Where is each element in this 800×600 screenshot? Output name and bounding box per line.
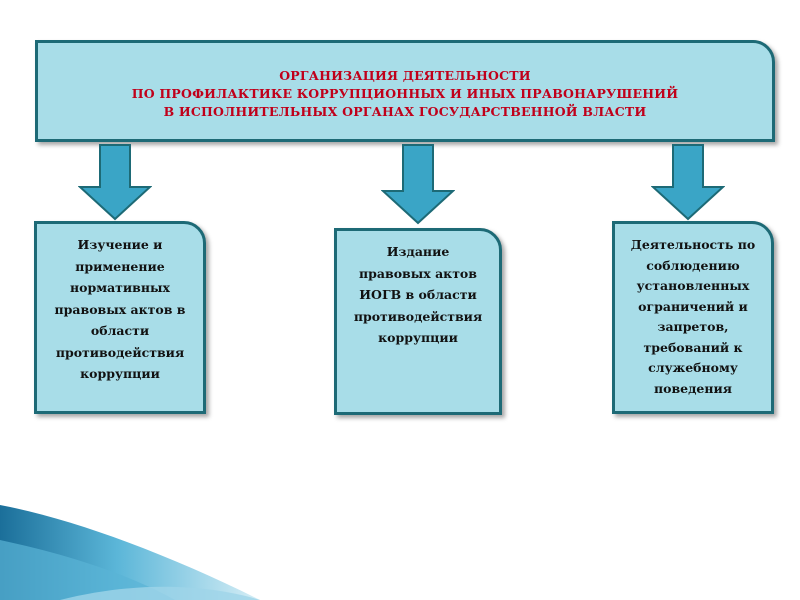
main-title-line-1: ОРГАНИЗАЦИЯ ДЕЯТЕЛЬНОСТИ	[279, 68, 531, 83]
child-right-line-1: Деятельность по	[630, 237, 756, 252]
child-box-left: Изучение и применение нормативных правов…	[34, 221, 206, 414]
child-center-line-4: противодействия	[353, 308, 483, 324]
child-left-line-7: коррупции	[80, 366, 160, 381]
child-center-line-3: ИОГВ в области	[359, 287, 477, 302]
main-box: ОРГАНИЗАЦИЯ ДЕЯТЕЛЬНОСТИ ПО ПРОФИЛАКТИКЕ…	[35, 40, 775, 142]
child-right-line-7: служебному	[648, 360, 738, 375]
child-right-line-5: запретов,	[657, 319, 729, 334]
child-center-line-2: правовых актов	[359, 265, 477, 281]
child-center-line-1: Издание	[386, 244, 450, 259]
down-arrow-left	[78, 144, 152, 221]
main-title-line-2: ПО ПРОФИЛАКТИКЕ КОРРУПЦИОННЫХ И ИНЫХ ПРА…	[131, 86, 679, 101]
down-arrow-center	[381, 144, 455, 225]
child-right-line-4: ограничений и	[638, 298, 748, 314]
main-title-line-3: В ИСПОЛНИТЕЛЬНЫХ ОРГАНАХ ГОСУДАРСТВЕННОЙ…	[163, 104, 647, 119]
child-right-line-2: соблюдению	[646, 257, 740, 273]
child-right-line-3: установленных	[636, 278, 750, 293]
child-left-line-6: противодействия	[55, 344, 185, 360]
child-left-line-2: применение	[75, 258, 165, 274]
child-left-line-5: области	[90, 323, 150, 338]
child-right-line-6: требований к	[643, 339, 743, 355]
child-box-right: Деятельность по соблюдению установленных…	[612, 221, 774, 414]
child-right-line-8: поведения	[653, 380, 733, 396]
child-left-line-1: Изучение и	[77, 237, 163, 252]
child-center-line-5: коррупции	[378, 330, 458, 345]
child-box-center: Издание правовых актов ИОГВ в области пр…	[334, 228, 502, 415]
child-left-line-4: правовых актов в	[54, 301, 186, 317]
down-arrow-right	[651, 144, 725, 221]
child-left-line-3: нормативных	[69, 280, 171, 295]
